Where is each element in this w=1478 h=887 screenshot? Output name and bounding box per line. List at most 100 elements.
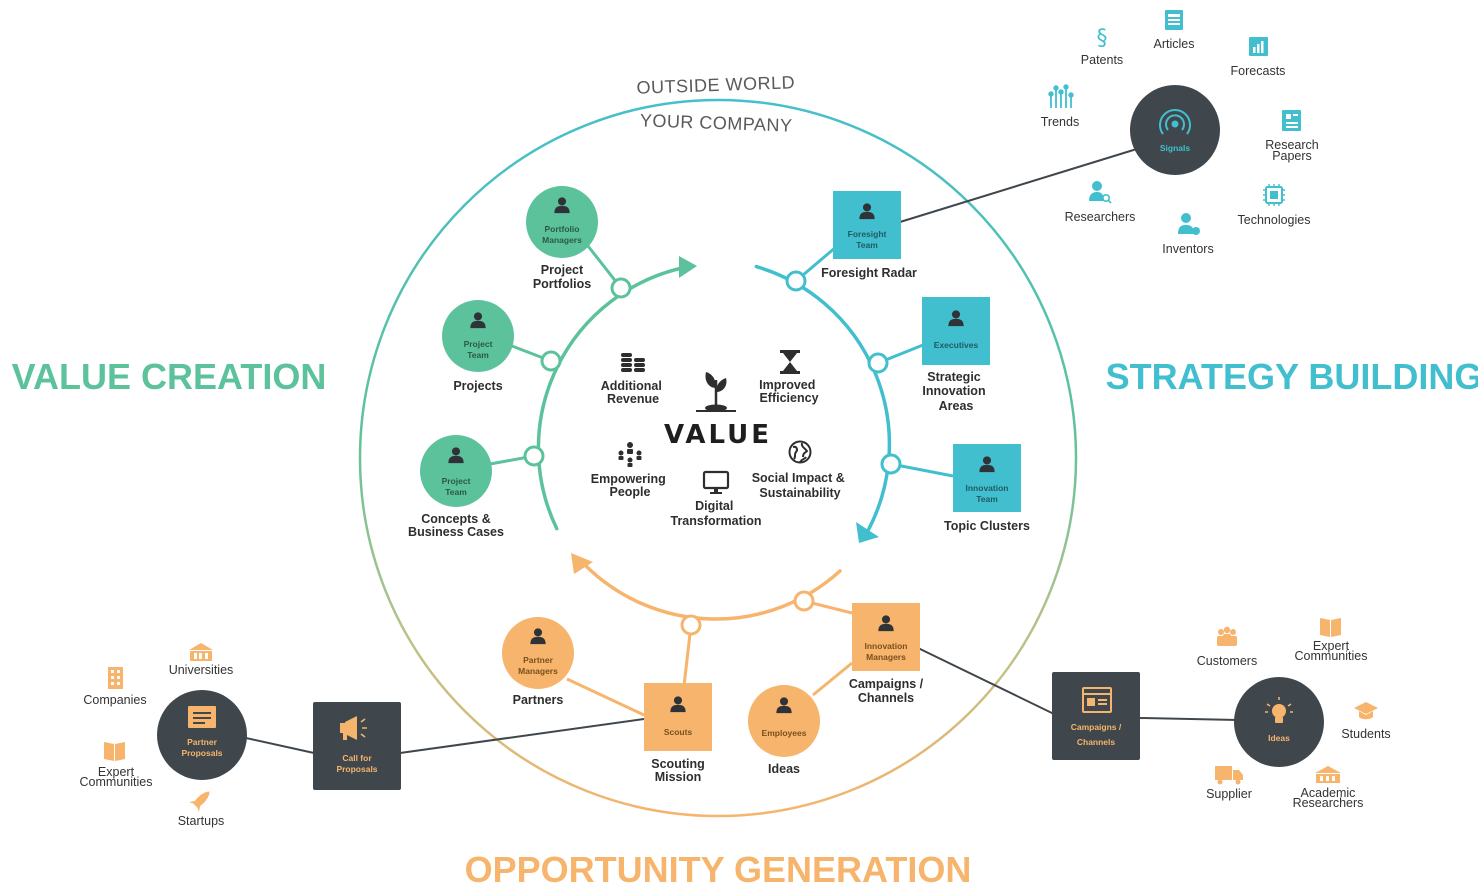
svg-text:Customers: Customers [1197,654,1257,668]
building-icon [108,667,123,689]
svg-text:Supplier: Supplier [1206,787,1252,801]
company-boundary-circle [358,98,1078,818]
customers-icon [1217,626,1237,646]
junction-dot [523,445,545,467]
partner-source-companies: Companies [83,667,147,707]
idea-source-customers: Customers [1197,626,1257,668]
svg-text:Partners: Partners [513,693,564,707]
junction-dot [540,350,562,372]
svg-text:Signals: Signals [1160,143,1191,153]
signal-source-inventors: Inventors [1162,213,1214,256]
svg-text:Foresight Radar: Foresight Radar [821,266,917,280]
ring-junctions [523,270,902,636]
value-title: VALUE [664,420,772,450]
junction-dot [785,270,807,292]
browser-window-icon [1082,687,1112,713]
hourglass-icon [780,350,800,374]
idea-source-students: Students [1341,702,1391,741]
campaigns-channels-box[interactable]: Campaigns /Channels [1052,672,1140,760]
document-icon [188,706,216,728]
heading-value-creation: VALUE CREATION [12,356,327,397]
junction-dot [793,590,815,612]
rocket-icon [188,791,210,813]
svg-text:Ideas: Ideas [1268,733,1290,743]
idea-source-supplier: Supplier [1206,766,1252,801]
svg-text:Employees: Employees [762,728,807,738]
value-center: VALUE Additional Revenue Improved Effici… [591,350,849,528]
people-network-icon [618,442,642,467]
researcher-icon [1089,181,1112,204]
heading-strategy-building: STRATEGY BUILDING [1106,356,1478,397]
svg-text:Startups: Startups [178,814,225,828]
monitor-icon [702,470,730,494]
external-connectors [245,147,1239,754]
lightbulb-icon [1265,697,1293,723]
svg-text:Projects: Projects [453,379,502,393]
svg-text:Scouts: Scouts [664,727,693,737]
outside-world-label: OUTSIDE WORLD [636,72,795,98]
svg-text:Trends: Trends [1041,115,1079,129]
article-icon [1165,10,1183,30]
book-icon [1320,618,1341,637]
svg-text:Technologies: Technologies [1238,213,1311,227]
partner-source-startups: Startups [178,791,225,828]
svg-text:Patents: Patents [1081,53,1123,67]
svg-text:Forecasts: Forecasts [1231,64,1286,78]
signals-hub[interactable]: Signals [1130,85,1220,175]
center-item-people: Empowering People [591,472,670,499]
signal-source-patents: § Patents [1081,26,1123,67]
svg-text:Ideas: Ideas [768,762,800,776]
signal-source-trends: Trends [1041,84,1079,129]
signal-icon [1159,109,1191,135]
orange-arrowhead [571,553,593,574]
signal-source-forecasts: Forecasts [1231,37,1286,78]
center-item-social: Social Impact & Sustainability [752,471,849,500]
partner-source-universities: Universities [169,643,233,677]
green-arrowhead [679,256,697,278]
svg-text:Inventors: Inventors [1162,242,1213,256]
graduation-cap-icon [1354,702,1378,720]
svg-text:Companies: Companies [83,693,146,707]
chart-icon [1249,37,1268,56]
ideas-hub[interactable]: Ideas [1234,677,1324,767]
svg-text:Executives: Executives [934,340,979,350]
signal-source-articles: Articles [1154,10,1194,51]
coins-icon [621,353,645,372]
book-icon [104,742,125,761]
teal-arrowhead [856,522,879,543]
svg-text:Concepts &Business Cases: Concepts &Business Cases [408,512,504,539]
node-ideas[interactable]: Employees Ideas [748,685,820,776]
svg-text:Students: Students [1341,727,1390,741]
section-sign-icon: § [1097,26,1108,51]
heading-opportunity-generation: OPPORTUNITY GENERATION [465,849,972,887]
